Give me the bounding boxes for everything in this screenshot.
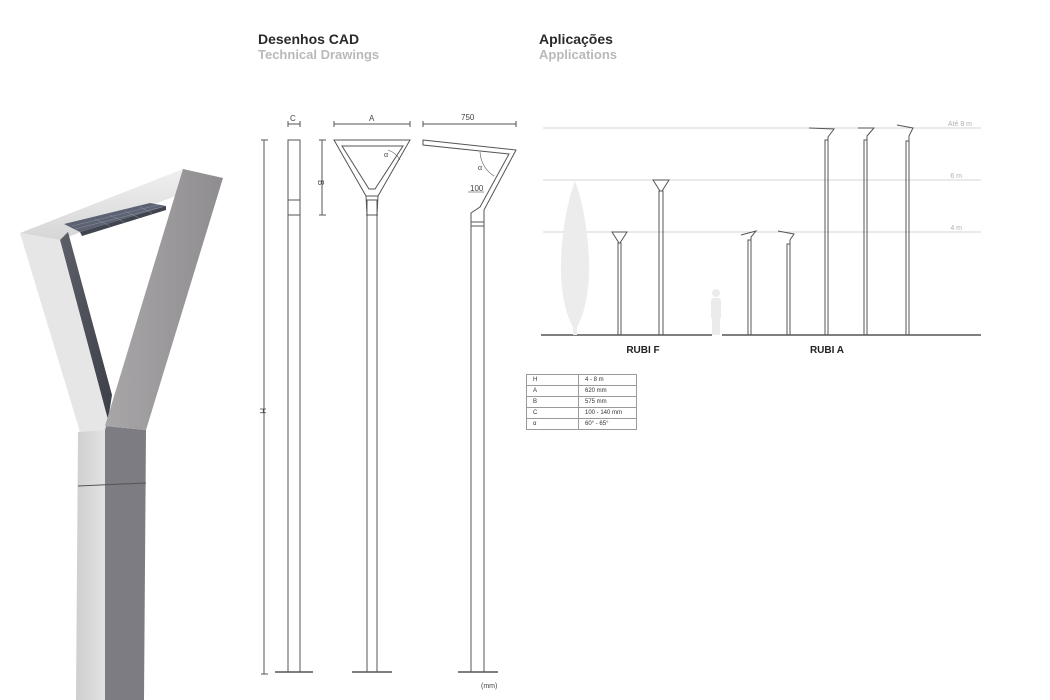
dim-h: H xyxy=(258,408,267,414)
spec-key: C xyxy=(526,407,579,419)
spec-key: A xyxy=(526,385,579,397)
dim-c: C xyxy=(290,114,296,123)
head-top xyxy=(20,169,223,240)
head-inner xyxy=(60,232,112,420)
tree-trunk xyxy=(573,325,577,335)
dim-a: A xyxy=(369,114,375,123)
spec-value: 100 - 140 mm xyxy=(578,407,637,419)
dim-b: B xyxy=(316,180,325,185)
spec-key: α xyxy=(526,418,579,430)
person-silhouette xyxy=(711,289,721,335)
apps-subtitle: Applications xyxy=(539,47,618,62)
led-module-front xyxy=(80,206,166,236)
table-row: B 575 mm xyxy=(526,396,637,408)
spec-value: 575 mm xyxy=(578,396,637,408)
table-row: α 60° - 65° xyxy=(526,418,637,430)
head-right-arm xyxy=(105,169,223,430)
product-render xyxy=(20,169,223,700)
spec-value: 620 mm xyxy=(578,385,637,397)
table-row: C 100 - 140 mm xyxy=(526,407,637,419)
spec-key: B xyxy=(526,396,579,408)
technical-drawing: C A 750 B H α α 100 xyxy=(258,113,517,675)
pole-right-face xyxy=(105,426,146,700)
alpha-front: α xyxy=(384,152,388,159)
spec-value: 4 - 8 m xyxy=(578,374,637,386)
led-grid xyxy=(71,204,163,230)
apps-title: Aplicações xyxy=(539,31,613,47)
applications-diagram: Até 8 m 6 m 4 m RUBI F RUBI A xyxy=(541,121,981,355)
head-left-arm xyxy=(20,233,108,432)
spec-value: 60° - 65° xyxy=(578,418,637,430)
level-4m: 4 m xyxy=(950,225,962,232)
level-6m: 6 m xyxy=(950,173,962,180)
cad-subtitle: Technical Drawings xyxy=(258,47,380,62)
dim-100: 100 xyxy=(470,184,484,193)
table-row: A 620 mm xyxy=(526,385,637,397)
tree-silhouette xyxy=(560,181,590,330)
pole-joint xyxy=(77,482,147,487)
pole-left-face xyxy=(76,426,105,700)
spec-table: H 4 - 8 m A 620 mm B 575 mm C 100 - 140 … xyxy=(526,374,637,430)
alpha-side: α xyxy=(478,165,482,172)
unit-label: (mm) xyxy=(481,683,498,690)
table-row: H 4 - 8 m xyxy=(526,374,637,386)
dim-750: 750 xyxy=(461,113,475,122)
group-rubi-a: RUBI A xyxy=(810,345,844,355)
spec-key: H xyxy=(526,374,579,386)
group-rubi-f: RUBI F xyxy=(626,345,659,355)
level-8m: Até 8 m xyxy=(948,121,972,128)
cad-title: Desenhos CAD xyxy=(258,31,360,47)
